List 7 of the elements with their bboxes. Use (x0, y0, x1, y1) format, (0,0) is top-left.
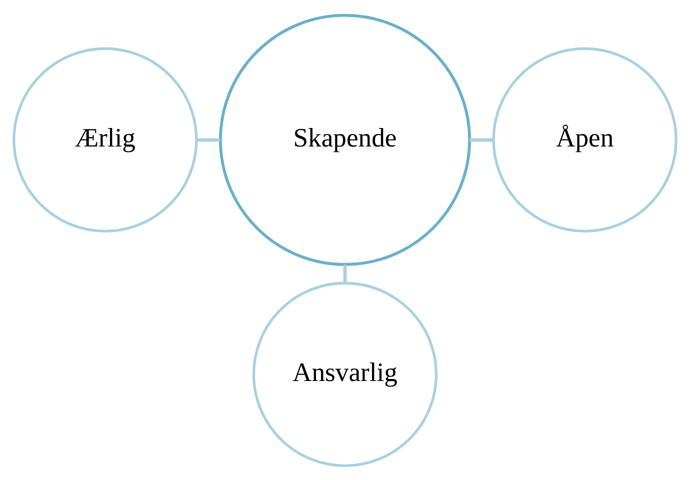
connector (470, 138, 494, 142)
node-circle: Ansvarlig (252, 281, 438, 466)
node-circle: Ærlig (12, 46, 198, 232)
node-circle: Åpen (492, 46, 678, 232)
node-circle: Skapende (218, 13, 472, 266)
connector (343, 264, 347, 282)
connector (196, 138, 220, 142)
